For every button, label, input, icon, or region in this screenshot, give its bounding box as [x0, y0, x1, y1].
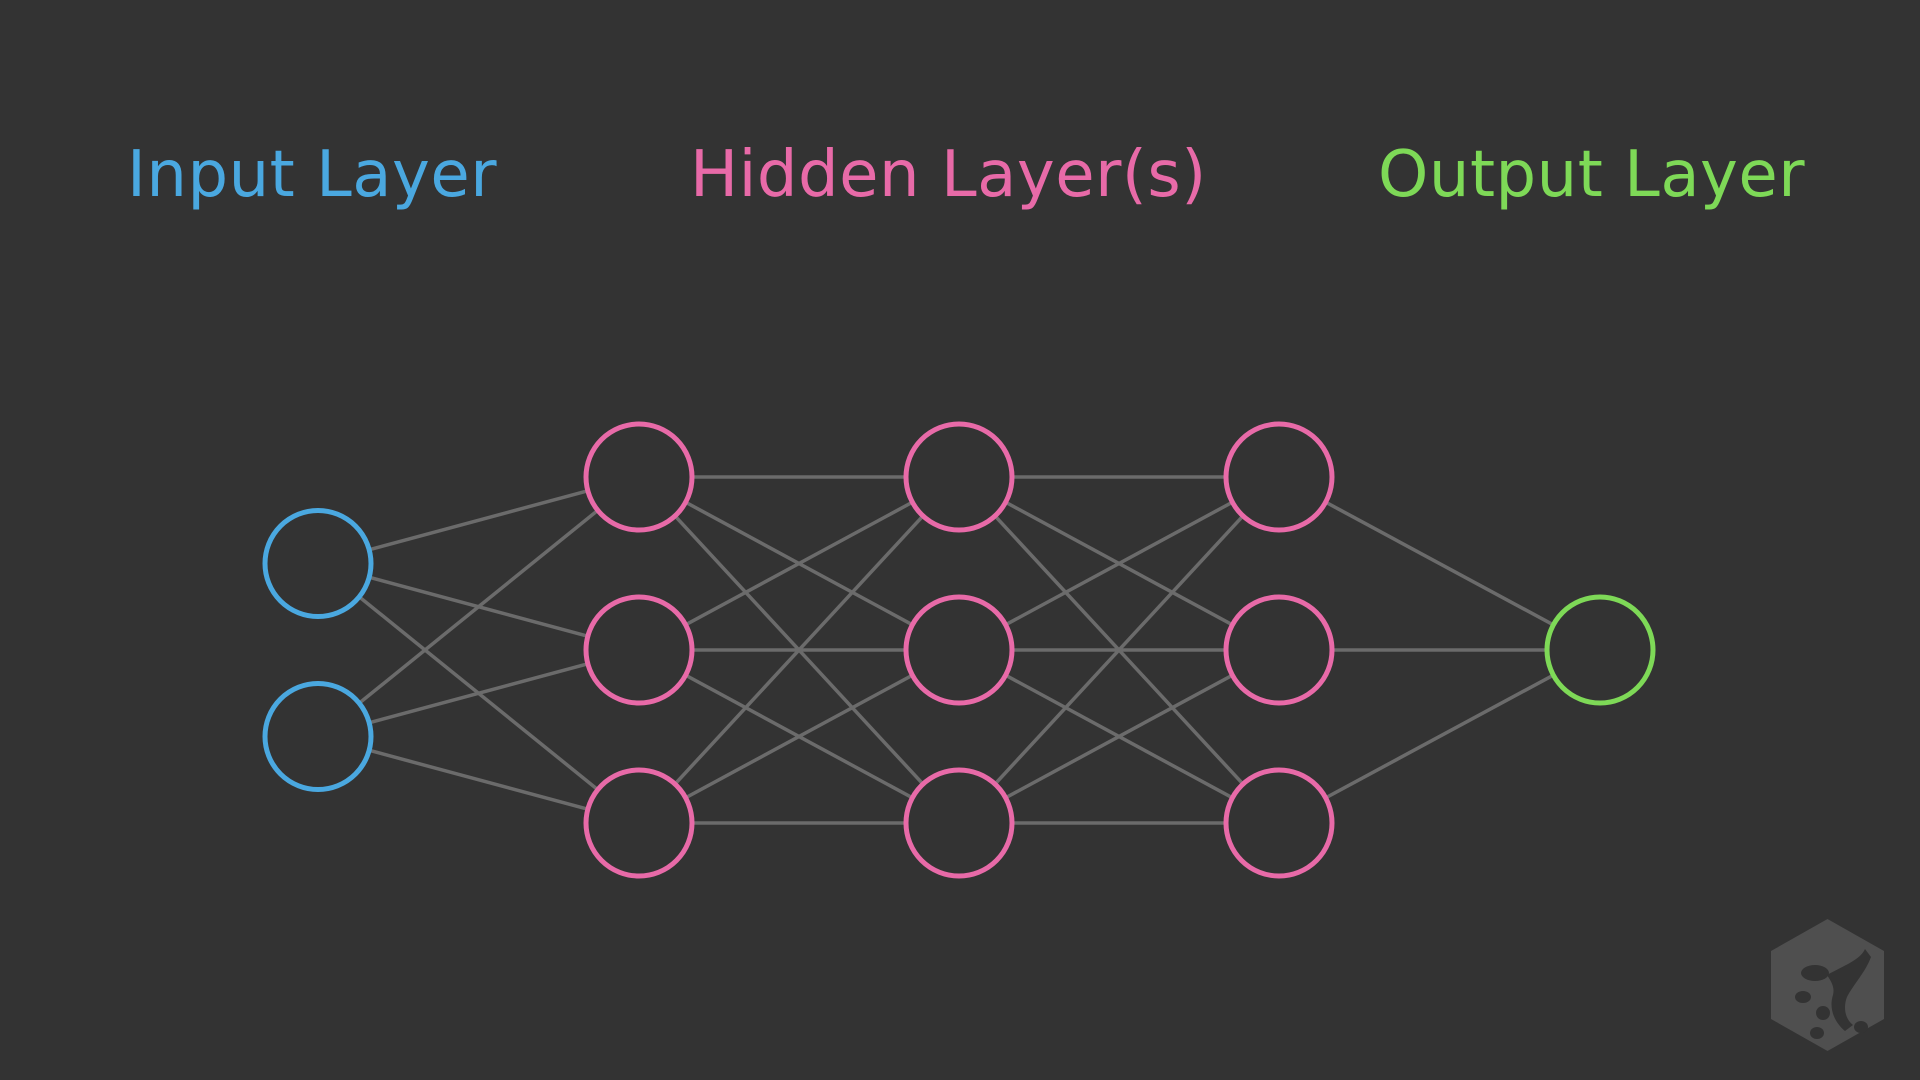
connection-edge-l2-2-to-0	[957, 475, 1281, 825]
connection-edge-l3-2-to-0	[1278, 648, 1601, 825]
output-layer-label: Output Layer	[1378, 138, 1806, 212]
connection-edge-l3-0-to-0	[1278, 475, 1601, 652]
hidden-node-layer1-2	[583, 767, 695, 879]
connection-edge-l1-1-to-0	[638, 475, 960, 652]
connection-edge-l0-1-to-0	[316, 475, 641, 738]
hidden-layers-label: Hidden Layer(s)	[690, 138, 1207, 212]
hidden-node-layer3-2	[1223, 767, 1335, 879]
hidden-node-layer3-0	[1223, 421, 1335, 533]
input-node-layer0-1	[262, 681, 374, 792]
frog-hexagon-logo-icon	[1771, 919, 1884, 1051]
output-node-layer4-0	[1544, 594, 1656, 706]
input-layer-label: Input Layer	[127, 138, 497, 212]
connection-edge-l1-2-to-0	[637, 475, 961, 825]
hidden-node-layer3-1	[1223, 594, 1335, 706]
hidden-node-layer2-1	[903, 594, 1015, 706]
hidden-node-layer1-1	[583, 594, 695, 706]
connection-edge-l2-1-to-0	[958, 475, 1280, 652]
hidden-node-layer2-0	[903, 421, 1015, 533]
hidden-node-layer2-2	[903, 767, 1015, 879]
input-node-layer0-0	[262, 508, 374, 619]
hidden-node-layer1-0	[583, 421, 695, 533]
connection-edge-l1-2-to-1	[638, 648, 960, 825]
neurons	[262, 421, 1656, 879]
connection-edge-l2-2-to-1	[958, 648, 1280, 825]
